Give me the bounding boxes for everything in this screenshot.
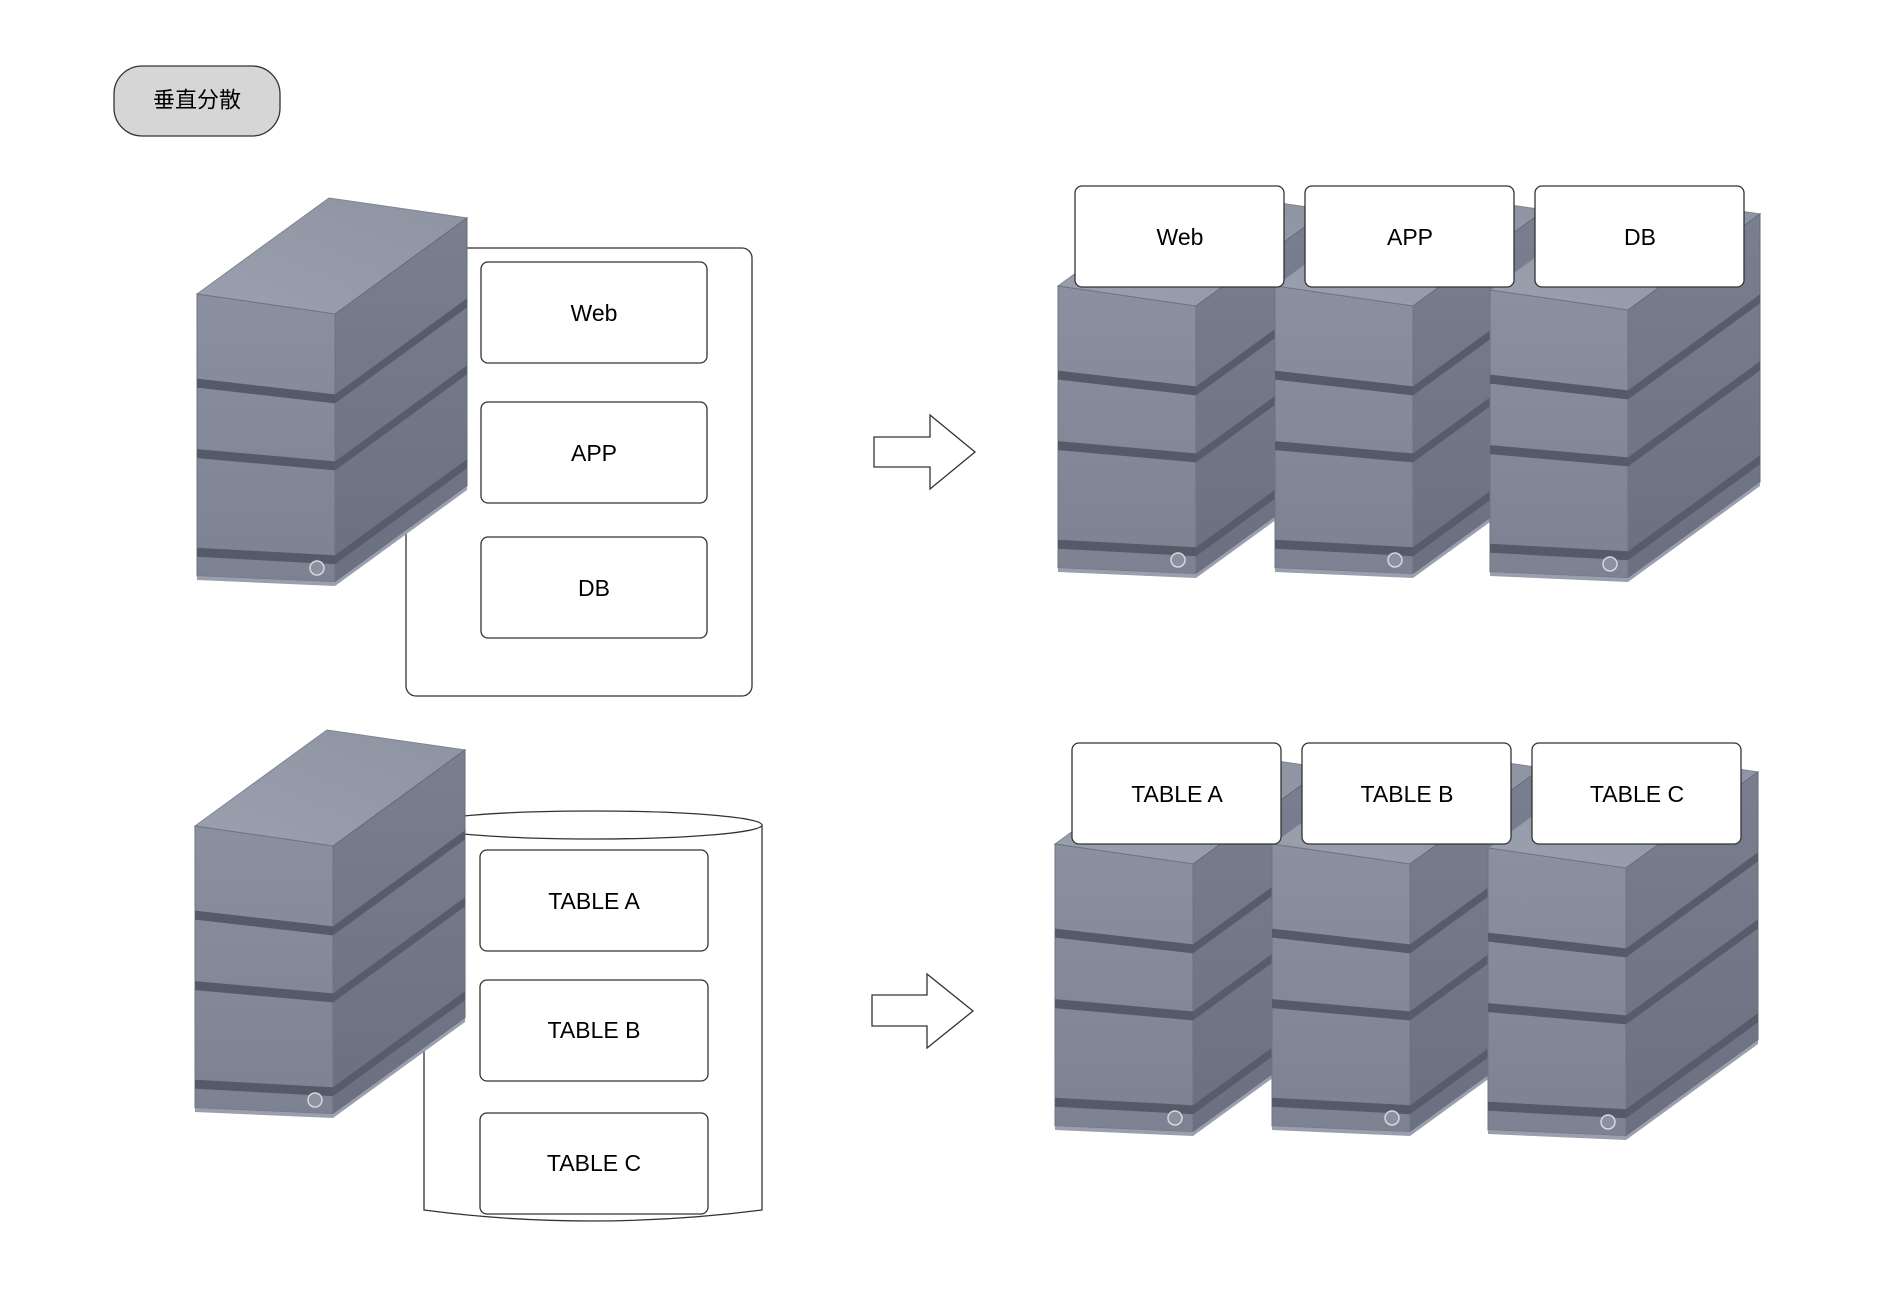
component-label-web: Web	[1157, 224, 1204, 250]
server-bottom-left	[193, 729, 467, 1118]
server-stripe	[1275, 370, 1413, 396]
server-stripe	[1626, 852, 1758, 958]
server-stripe	[1490, 543, 1628, 561]
power-button-icon	[307, 1092, 323, 1108]
bottom-before-table-b-box: TABLE B	[479, 979, 709, 1082]
top-before-web-box: Web	[480, 261, 708, 364]
table-label-c: TABLE C	[1590, 781, 1684, 807]
server-stripe	[197, 449, 335, 471]
server-top-left	[195, 197, 469, 586]
server-stripe	[335, 298, 467, 404]
table-label-a: TABLE A	[1131, 781, 1223, 807]
server-stripe	[1275, 441, 1413, 463]
server-stripe	[1055, 1097, 1193, 1115]
component-label-db: DB	[1624, 224, 1656, 250]
server-stripe	[1272, 928, 1410, 954]
component-label-app: APP	[1387, 224, 1433, 250]
power-button-icon	[1602, 556, 1618, 572]
component-label-db: DB	[578, 575, 610, 601]
power-button-icon	[309, 560, 325, 576]
bottom-after-table-b-box: TABLE B	[1301, 742, 1512, 845]
server-stripe	[197, 547, 335, 565]
server-stripe	[1488, 932, 1626, 958]
power-button-icon	[1170, 552, 1186, 568]
server-stripe	[333, 897, 465, 1003]
server-stripe	[197, 378, 335, 404]
server-front-face	[196, 293, 336, 583]
power-button-icon	[1167, 1110, 1183, 1126]
server-stripe	[1058, 441, 1196, 463]
power-button-icon	[1384, 1110, 1400, 1126]
server-stripe	[1628, 361, 1760, 467]
server-stripe	[1275, 539, 1413, 557]
top-after-app-box: APP	[1304, 185, 1515, 288]
power-button-icon	[1600, 1114, 1616, 1130]
server-front-face	[1274, 285, 1414, 575]
component-label-web: Web	[571, 300, 618, 326]
server-front-face	[1057, 285, 1197, 575]
server-stripe	[1488, 1101, 1626, 1119]
server-front-face	[1489, 289, 1629, 579]
server-front-face	[1487, 847, 1627, 1137]
server-stripe	[1626, 919, 1758, 1025]
arrow-right-icon	[871, 972, 975, 1050]
top-after-db-box: DB	[1534, 185, 1745, 288]
server-front-face	[1054, 843, 1194, 1133]
server-stripe	[1055, 928, 1193, 954]
server-stripe	[333, 830, 465, 936]
server-stripe	[1490, 374, 1628, 400]
server-stripe	[1058, 539, 1196, 557]
server-stripe	[195, 981, 333, 1003]
server-front-face	[1271, 843, 1411, 1133]
server-stripe	[335, 365, 467, 471]
server-stripe	[1488, 1003, 1626, 1025]
bottom-before-table-c-box: TABLE C	[479, 1112, 709, 1215]
component-label-app: APP	[571, 440, 617, 466]
top-after-web-box: Web	[1074, 185, 1285, 288]
table-label-a: TABLE A	[548, 888, 640, 914]
server-stripe	[335, 459, 467, 565]
server-stripe	[1055, 999, 1193, 1021]
table-label-b: TABLE B	[1361, 781, 1454, 807]
bottom-after-table-c-box: TABLE C	[1531, 742, 1742, 845]
bottom-before-table-a-box: TABLE A	[479, 849, 709, 952]
server-stripe	[1272, 1097, 1410, 1115]
top-before-app-box: APP	[480, 401, 708, 504]
arrow-right-icon	[873, 413, 977, 491]
server-stripe	[1490, 445, 1628, 467]
server-stripe	[1058, 370, 1196, 396]
table-label-c: TABLE C	[547, 1150, 641, 1176]
server-front-face	[194, 825, 334, 1115]
top-before-db-box: DB	[480, 536, 708, 639]
power-button-icon	[1387, 552, 1403, 568]
server-stripe	[1628, 294, 1760, 400]
title-text: 垂直分散	[153, 89, 241, 114]
server-stripe	[195, 1079, 333, 1097]
server-stripe	[1626, 1013, 1758, 1119]
table-label-b: TABLE B	[548, 1017, 641, 1043]
server-stripe	[1628, 455, 1760, 561]
bottom-after-table-a-box: TABLE A	[1071, 742, 1282, 845]
server-stripe	[333, 991, 465, 1097]
title-badge: 垂直分散	[113, 65, 281, 137]
server-stripe	[195, 910, 333, 936]
server-stripe	[1272, 999, 1410, 1021]
